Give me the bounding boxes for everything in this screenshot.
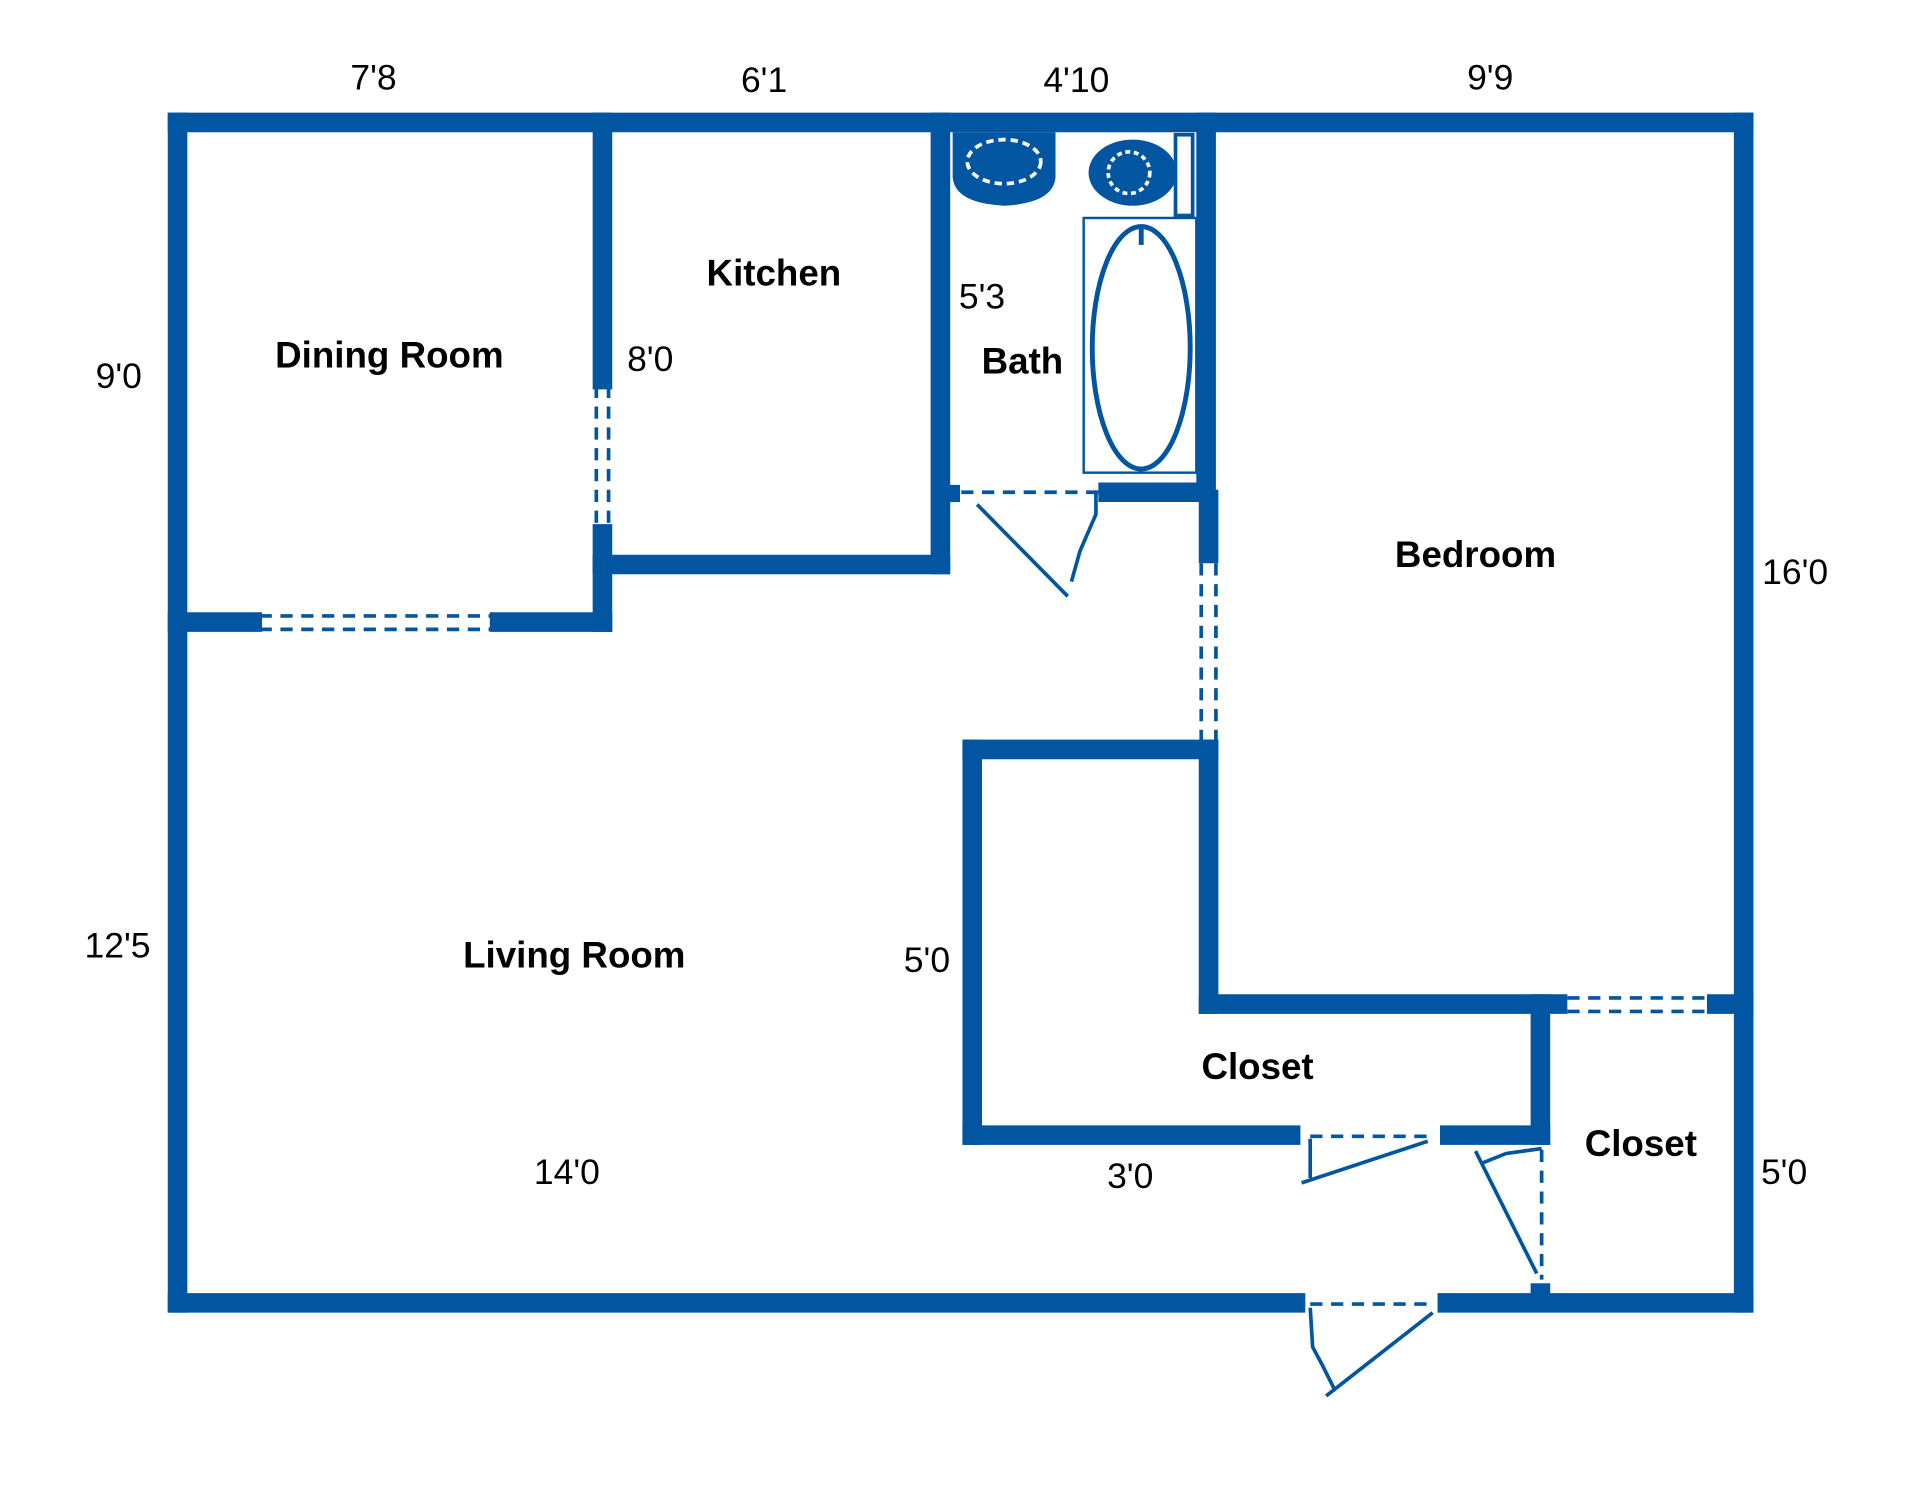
toilet-tank bbox=[1173, 132, 1195, 218]
opening-dining-living bbox=[259, 614, 493, 632]
opening-dining-kitchen bbox=[594, 385, 611, 527]
dimension-label: 6'1 bbox=[741, 60, 787, 100]
dimension-labels: 7'8 6'1 4'10 9'9 9'0 12'5 8'0 5'3 16'0 1… bbox=[85, 57, 1829, 1195]
closet-door-swing bbox=[1301, 1138, 1429, 1185]
dimension-label: 3'0 bbox=[1107, 1156, 1153, 1196]
toilet-seat bbox=[1106, 150, 1152, 196]
walls bbox=[167, 112, 1754, 1313]
dimension-label: 9'0 bbox=[96, 356, 142, 396]
sink-icon bbox=[952, 132, 1056, 206]
small-closet-door-swing bbox=[1473, 1146, 1542, 1275]
opening-bedroom bbox=[1199, 563, 1218, 741]
dimension-label: 8'0 bbox=[627, 339, 673, 379]
bath-door-swing bbox=[975, 493, 1098, 598]
doors bbox=[961, 490, 1544, 1398]
dimension-label: 5'0 bbox=[1761, 1152, 1807, 1192]
opening-bedroom-closet bbox=[1567, 996, 1709, 1014]
door-jamb bbox=[947, 484, 960, 503]
room-label-bath: Bath bbox=[982, 340, 1064, 381]
room-labels: Dining Room Kitchen Bath Bedroom Living … bbox=[275, 252, 1697, 1164]
door-jamb bbox=[1530, 1283, 1551, 1308]
openings bbox=[259, 385, 1709, 1014]
bathtub-icon bbox=[1082, 216, 1198, 474]
room-label-dining: Dining Room bbox=[275, 334, 503, 375]
dimension-label: 12'5 bbox=[85, 926, 151, 966]
dimension-label: 9'9 bbox=[1467, 57, 1513, 97]
room-label-bedroom: Bedroom bbox=[1395, 534, 1556, 575]
dimension-label: 7'8 bbox=[350, 57, 396, 97]
bathtub-basin bbox=[1089, 224, 1193, 472]
room-label-small-closet: Closet bbox=[1585, 1123, 1697, 1164]
entry-door-swing bbox=[1308, 1307, 1434, 1398]
sink-basin bbox=[965, 137, 1043, 186]
dimension-label: 5'0 bbox=[904, 940, 950, 980]
room-label-living: Living Room bbox=[463, 934, 685, 975]
room-label-closet: Closet bbox=[1201, 1046, 1313, 1087]
room-label-kitchen: Kitchen bbox=[707, 252, 842, 293]
toilet-icon bbox=[1088, 139, 1177, 206]
dimension-label: 14'0 bbox=[534, 1152, 600, 1192]
dimension-label: 16'0 bbox=[1762, 552, 1828, 592]
fixtures bbox=[952, 132, 1198, 474]
dimension-label: 4'10 bbox=[1043, 60, 1109, 100]
dimension-label: 5'3 bbox=[959, 277, 1005, 317]
